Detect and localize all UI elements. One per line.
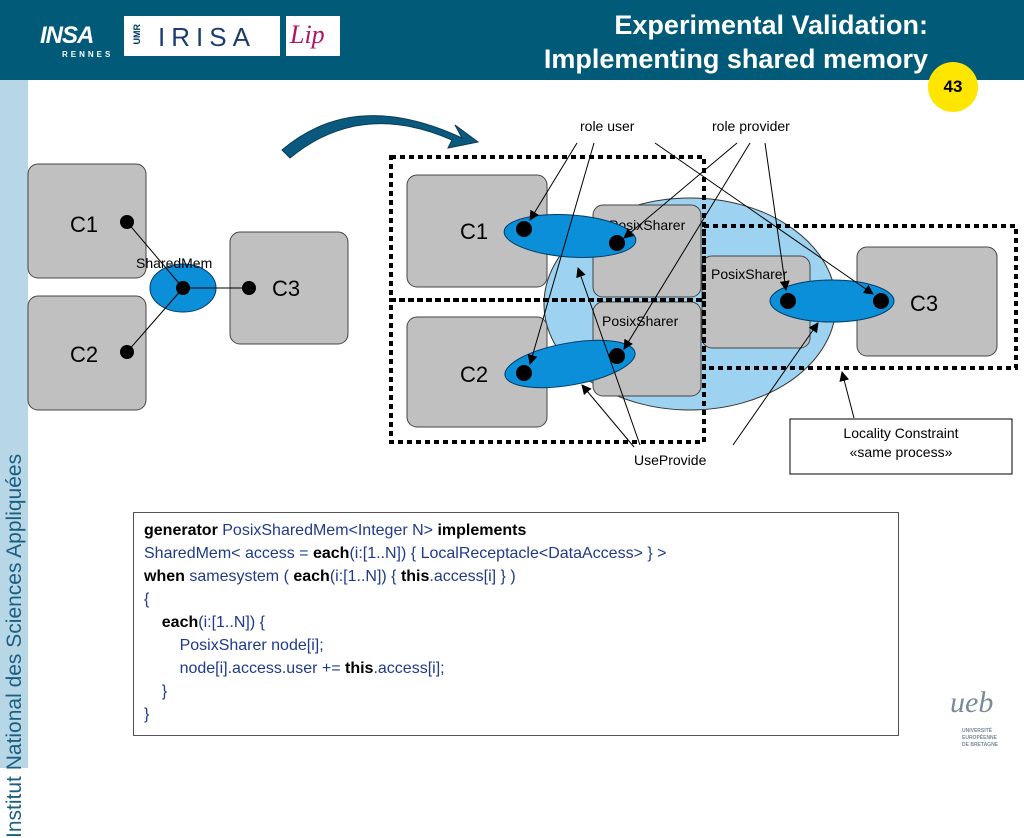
- code-keyword: this: [400, 568, 430, 585]
- code-text: .access[i] } ): [429, 568, 516, 585]
- port-sharer2-provider: [609, 348, 625, 364]
- ueb-sub-line2: EUROPÉENNE: [962, 735, 998, 741]
- code-listing: generator PosixSharedMem<Integer N> impl…: [133, 512, 899, 736]
- left-link-c1: [126, 221, 184, 289]
- code-line: }: [144, 680, 888, 703]
- left-label-c2: C2: [70, 342, 98, 367]
- code-text: PosixSharer node[i];: [144, 637, 324, 654]
- page-number-badge: 43: [928, 62, 978, 112]
- ueb-logo-subtext: UNIVERSITÉ EUROPÉENNE DE BRETAGNE: [962, 728, 998, 749]
- arrow-useprovide-1: [576, 267, 641, 446]
- code-text: (i:[1..N]) { LocalReceptacle<DataAccess>…: [349, 545, 667, 562]
- arrow-useprovide-3: [732, 322, 819, 446]
- code-text: (i:[1..N]) {: [329, 568, 401, 585]
- code-keyword: each: [312, 545, 350, 562]
- right-label-c3: C3: [910, 291, 938, 316]
- left-component-c2: [27, 295, 147, 411]
- insa-logo-subtext: RENNES: [62, 50, 114, 59]
- left-link-c2: [126, 287, 184, 353]
- arrow-role-user-c3: [654, 142, 874, 295]
- code-text: [144, 614, 162, 631]
- arrow-role-provider-sharer2: [623, 142, 751, 350]
- code-keyword: when: [144, 568, 185, 585]
- left-label-c1: C1: [70, 212, 98, 237]
- architecture-diagram: C1 C2 C3 SharedMem PosixSharer PosixShar…: [27, 115, 1018, 475]
- irisa-logo-text: IRISA: [158, 22, 256, 52]
- code-line: node[i].access.user += this.access[i];: [144, 657, 888, 680]
- code-text: {: [144, 591, 150, 608]
- code-text: samesystem (: [184, 568, 294, 585]
- ueb-logo-text: ueb: [950, 686, 994, 719]
- arrow-role-user-c2: [527, 142, 595, 365]
- transform-arrow: [281, 115, 480, 159]
- irisa-umr-text: UMR: [132, 24, 142, 45]
- code-keyword: generator: [144, 522, 218, 539]
- irisa-logo: UMR IRISA: [124, 16, 280, 56]
- code-text: }: [144, 683, 168, 700]
- arrow-useprovide-2: [581, 384, 635, 448]
- slide-title-line2: Implementing shared memory: [543, 44, 928, 74]
- locality-constraint-box: [789, 418, 1013, 475]
- locality-box-2: [389, 298, 706, 444]
- role-user-label: role user: [580, 118, 635, 134]
- posixsharer-3-label: PosixSharer: [711, 266, 788, 282]
- ueb-sub-line3: DE BRETAGNE: [962, 742, 999, 748]
- port-c3-user: [873, 293, 889, 309]
- posixsharer-2-label: PosixSharer: [602, 313, 679, 329]
- slide-title-line1: Experimental Validation:: [614, 10, 928, 40]
- useprovide-ellipse-1: [503, 214, 637, 258]
- port-sharer1-provider: [609, 235, 625, 251]
- ueb-sub-line1: UNIVERSITÉ: [962, 728, 993, 734]
- arrow-role-user-c1: [529, 142, 578, 221]
- ueb-logo: ueb UNIVERSITÉ EUROPÉENNE DE BRETAGNE: [950, 686, 1010, 764]
- slide-title: Experimental Validation: Implementing sh…: [544, 8, 928, 76]
- locality-constraint-line2: «same process»: [850, 444, 953, 460]
- arrow-role-provider-sharer3: [764, 142, 790, 291]
- code-text: .access[i];: [373, 660, 445, 677]
- left-label-c3: C3: [272, 276, 300, 301]
- code-keyword: implements: [437, 522, 527, 539]
- code-line: each(i:[1..N]) {: [144, 611, 888, 634]
- right-label-c2: C2: [460, 362, 488, 387]
- lip-logo-text: Lip: [290, 20, 325, 49]
- port-c1-user: [516, 221, 532, 237]
- code-line: SharedMem< access = each(i:[1..N]) { Loc…: [144, 542, 888, 565]
- sidebar-institution-text: Institut National des Sciences Appliquée…: [3, 453, 26, 838]
- code-text: }: [144, 706, 150, 723]
- useprovide-label: UseProvide: [634, 452, 707, 468]
- arrow-locality-constraint: [839, 371, 855, 419]
- code-line: generator PosixSharedMem<Integer N> impl…: [144, 519, 888, 542]
- locality-box-3: [702, 224, 1018, 370]
- lip-logo: Lip: [286, 16, 340, 56]
- code-keyword: each: [161, 614, 199, 631]
- left-label-sharedmem: SharedMem: [136, 255, 212, 271]
- code-line: when samesystem ( each(i:[1..N]) { this.…: [144, 565, 888, 588]
- code-line: }: [144, 703, 888, 726]
- left-port-sharedmem: [176, 281, 190, 295]
- code-text: PosixSharedMem<Integer N>: [217, 522, 438, 539]
- useprovide-ellipse-2: [504, 339, 636, 389]
- right-label-c1: C1: [460, 219, 488, 244]
- locality-constraint-line1: Locality Constraint: [843, 425, 958, 441]
- left-port-c1: [120, 215, 134, 229]
- role-provider-label: role provider: [712, 118, 790, 134]
- left-component-c1: [27, 163, 147, 279]
- port-c2-user: [516, 365, 532, 381]
- code-text: SharedMem< access =: [144, 545, 313, 562]
- code-keyword: each: [293, 568, 330, 585]
- sidebar-band: [0, 80, 28, 768]
- code-text: node[i].access.user +=: [144, 660, 345, 677]
- code-keyword: this: [345, 660, 374, 677]
- insa-logo-text: INSA: [40, 22, 94, 49]
- arrow-role-provider-sharer1: [623, 142, 738, 239]
- code-line: PosixSharer node[i];: [144, 634, 888, 657]
- port-sharer3-provider: [780, 293, 796, 309]
- code-line: {: [144, 588, 888, 611]
- code-text: (i:[1..N]) {: [198, 614, 265, 631]
- left-port-c3: [242, 281, 256, 295]
- insa-logo: INSA RENNES: [20, 16, 120, 59]
- left-port-c2: [120, 345, 134, 359]
